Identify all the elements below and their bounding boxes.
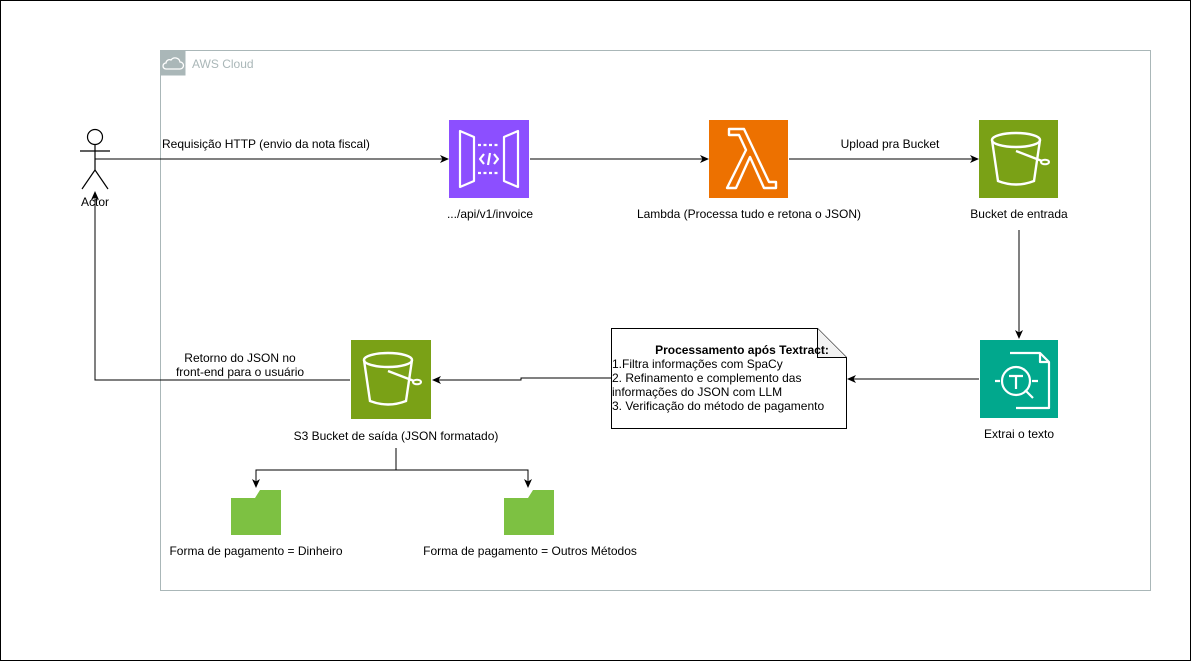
bucket-out-icon[interactable] bbox=[351, 340, 431, 419]
lambda-label: Lambda (Processa tudo e retona o JSON) bbox=[636, 207, 862, 221]
edge-request-label: Requisição HTTP (envio da nota fiscal) bbox=[162, 137, 370, 151]
note-line-4: 3. Verificação do método de pagamento bbox=[612, 399, 825, 413]
api-label: .../api/v1/invoice bbox=[446, 207, 534, 221]
lambda-icon[interactable] bbox=[709, 120, 788, 198]
aws-cloud-group bbox=[160, 50, 1151, 591]
edge-note-to-bucket-out[interactable] bbox=[432, 376, 611, 384]
cloud-icon bbox=[160, 50, 186, 76]
note-text: Processamento após Textract: 1.Filtra in… bbox=[612, 343, 842, 413]
edge-return-label: Retorno do JSON no front-end para o usuá… bbox=[176, 351, 304, 379]
actor-icon[interactable] bbox=[80, 128, 110, 190]
note-line-3: informações do JSON com LLM bbox=[612, 385, 783, 399]
textract-icon[interactable] bbox=[980, 340, 1058, 418]
edge-return-line1: Retorno do JSON no bbox=[184, 351, 296, 365]
note-line-1: 1.Filtra informações com SpaCy bbox=[612, 357, 783, 371]
bucket-in-icon[interactable] bbox=[979, 120, 1058, 198]
textract-label: Extrai o texto bbox=[983, 427, 1055, 441]
folder-other-label: Forma de pagamento = Outros Métodos bbox=[423, 544, 637, 558]
folder-cash-icon[interactable] bbox=[231, 490, 281, 535]
folder-other-icon[interactable] bbox=[504, 490, 554, 535]
note-title: Processamento após Textract: bbox=[655, 343, 829, 357]
edge-return-line2: front-end para o usuário bbox=[175, 365, 305, 379]
bucket-out-label: S3 Bucket de saída (JSON formatado) bbox=[293, 429, 499, 443]
api-gateway-icon[interactable] bbox=[449, 120, 529, 198]
actor-label: Actor bbox=[80, 195, 110, 209]
folder-cash-label: Forma de pagamento = Dinheiro bbox=[169, 544, 343, 558]
edge-upload-label: Upload pra Bucket bbox=[840, 137, 940, 151]
edge-bucket-out-to-actor[interactable] bbox=[91, 191, 350, 381]
note-line-2: 2. Refinamento e complemento das bbox=[612, 371, 802, 385]
note-shape[interactable] bbox=[611, 328, 847, 429]
bucket-in-label: Bucket de entrada bbox=[970, 207, 1068, 221]
edge-bucket-out-split[interactable] bbox=[252, 448, 397, 488]
aws-cloud-title: AWS Cloud bbox=[192, 57, 254, 71]
edge-bucket-out-split-right[interactable] bbox=[396, 469, 532, 488]
